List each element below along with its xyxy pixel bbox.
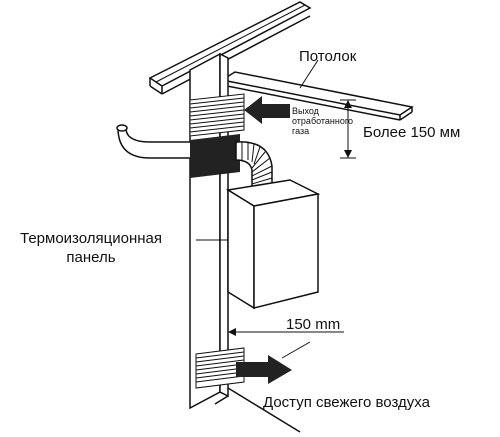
insulation-panel-label: Термоизоляционная панель [20,229,162,267]
exhaust-label-line-2: отработанного [292,116,353,126]
insulation-sleeve [190,134,240,178]
fresh-air-arrow [236,355,292,384]
exhaust-pipe-outside [117,127,190,159]
side-clearance-dimension [227,300,344,340]
insulation-panel-label-line-1: Термоизоляционная [20,230,162,247]
ceiling [219,71,414,121]
boiler [225,179,321,310]
top-clearance-label: Более 150 мм [363,124,461,141]
roof [148,1,312,95]
exhaust-label-line-3: газа [292,126,310,136]
top-clearance-dimension [340,99,356,159]
fresh-air-leader [281,341,311,359]
side-clearance-label: 150 mm [286,316,341,333]
fresh-air-label: Доступ свежего воздуха [263,394,430,411]
ceiling-label: Потолок [299,48,357,65]
insulation-panel-label-line-2: панель [66,249,116,266]
exhaust-label-line-1: Выход [292,106,319,116]
ceiling-leader [299,59,319,89]
exhaust-label: Выход отработанного газа [292,106,353,136]
flexible-duct [235,141,273,191]
lower-vent-hatching [195,347,245,389]
upper-vent-hatching [189,93,245,137]
exhaust-arrow [244,96,290,124]
